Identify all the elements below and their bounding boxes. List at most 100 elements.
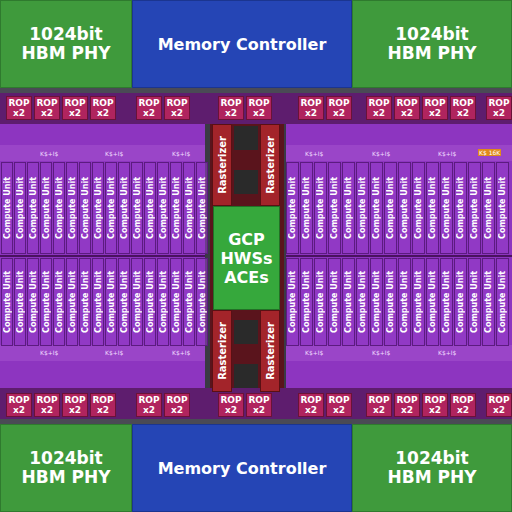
- cache-label: K$+I$: [40, 150, 58, 157]
- compute-unit-label: Compute Unit: [386, 271, 395, 333]
- compute-unit: Compute Unit: [92, 162, 104, 254]
- hbm-phy-block-label: 1024bit HBM PHY: [386, 25, 478, 63]
- compute-unit-label: Compute Unit: [16, 271, 25, 333]
- rop-block: ROP x2: [62, 393, 88, 417]
- rop-block-label: ROP x2: [92, 98, 114, 118]
- compute-unit-label: Compute Unit: [428, 177, 437, 239]
- compute-unit: Compute Unit: [356, 258, 369, 346]
- compute-unit: Compute Unit: [286, 162, 299, 254]
- rop-block: ROP x2: [164, 96, 190, 120]
- cache-band: [0, 145, 210, 161]
- compute-unit-label: Compute Unit: [498, 271, 507, 333]
- compute-unit-label: Compute Unit: [358, 177, 367, 239]
- compute-unit: Compute Unit: [1, 162, 13, 254]
- cache-label: K$+I$: [438, 349, 456, 356]
- rop-block-label: ROP x2: [8, 395, 30, 415]
- command-processor-block: GCP HWSs ACEs: [213, 206, 280, 310]
- compute-unit-label: Compute Unit: [94, 177, 103, 239]
- rop-block: ROP x2: [394, 393, 420, 417]
- hbm-phy-block: 1024bit HBM PHY: [352, 424, 512, 512]
- rop-block: ROP x2: [164, 393, 190, 417]
- compute-unit: Compute Unit: [118, 162, 130, 254]
- compute-unit: Compute Unit: [286, 258, 299, 346]
- rop-block: ROP x2: [298, 96, 324, 120]
- rop-block-label: ROP x2: [488, 395, 510, 415]
- compute-unit-label: Compute Unit: [107, 271, 116, 333]
- compute-unit: Compute Unit: [370, 162, 383, 254]
- rop-block: ROP x2: [34, 96, 60, 120]
- cache-label: K$+I$: [105, 150, 123, 157]
- compute-unit-label: Compute Unit: [484, 177, 493, 239]
- compute-unit: Compute Unit: [1, 258, 13, 346]
- compute-unit-label: Compute Unit: [3, 271, 12, 333]
- compute-unit: Compute Unit: [105, 162, 117, 254]
- rop-block-label: ROP x2: [396, 395, 418, 415]
- dark-block: [234, 170, 258, 194]
- rop-block-label: ROP x2: [424, 98, 446, 118]
- rop-block-label: ROP x2: [166, 395, 188, 415]
- rop-block: ROP x2: [450, 96, 476, 120]
- compute-unit-label: Compute Unit: [16, 177, 25, 239]
- rop-block: ROP x2: [136, 96, 162, 120]
- rop-block-label: ROP x2: [368, 98, 390, 118]
- hbm-phy-block-label: 1024bit HBM PHY: [20, 25, 112, 63]
- compute-unit: Compute Unit: [384, 162, 397, 254]
- compute-unit: Compute Unit: [14, 162, 26, 254]
- cache-label: K$+I$: [172, 150, 190, 157]
- compute-unit-label: Compute Unit: [185, 177, 194, 239]
- rasterizer-block: Rasterizer: [212, 310, 232, 392]
- compute-unit: Compute Unit: [482, 162, 495, 254]
- rop-strip: [0, 88, 512, 124]
- compute-unit-label: Compute Unit: [442, 271, 451, 333]
- compute-unit: Compute Unit: [300, 258, 313, 346]
- rop-block: ROP x2: [246, 393, 272, 417]
- compute-unit-label: Compute Unit: [470, 177, 479, 239]
- cache-label: K$+I$: [372, 349, 390, 356]
- compute-unit-label: Compute Unit: [42, 177, 51, 239]
- compute-unit: Compute Unit: [144, 258, 156, 346]
- rop-block: ROP x2: [326, 393, 352, 417]
- compute-unit: Compute Unit: [300, 162, 313, 254]
- rop-block-label: ROP x2: [36, 395, 58, 415]
- rasterizer-block-label: Rasterizer: [217, 322, 228, 380]
- compute-unit: Compute Unit: [131, 258, 143, 346]
- rasterizer-block: Rasterizer: [212, 124, 232, 206]
- compute-unit-label: Compute Unit: [81, 271, 90, 333]
- compute-unit-label: Compute Unit: [414, 177, 423, 239]
- compute-unit: Compute Unit: [105, 258, 117, 346]
- rop-block-label: ROP x2: [248, 98, 270, 118]
- compute-unit-label: Compute Unit: [372, 271, 381, 333]
- cache-label: K$+I$: [305, 150, 323, 157]
- compute-unit-label: Compute Unit: [302, 177, 311, 239]
- cache-band: [284, 145, 512, 161]
- compute-unit: Compute Unit: [482, 258, 495, 346]
- cache-label: K$+I$: [372, 150, 390, 157]
- compute-unit: Compute Unit: [14, 258, 26, 346]
- compute-unit: Compute Unit: [40, 162, 52, 254]
- compute-unit: Compute Unit: [454, 162, 467, 254]
- rop-block-label: ROP x2: [36, 98, 58, 118]
- dark-block: [234, 320, 258, 344]
- rop-block-label: ROP x2: [328, 395, 350, 415]
- rop-block: ROP x2: [366, 96, 392, 120]
- compute-unit: Compute Unit: [170, 162, 182, 254]
- command-processor-block-label: GCP HWSs ACEs: [217, 230, 277, 287]
- compute-unit: Compute Unit: [170, 258, 182, 346]
- compute-unit: Compute Unit: [196, 258, 208, 346]
- cache-label: K$+I$: [105, 349, 123, 356]
- rop-block: ROP x2: [450, 393, 476, 417]
- compute-unit-label: Compute Unit: [29, 177, 38, 239]
- memory-controller-block: Memory Controller: [132, 424, 352, 512]
- compute-unit-label: Compute Unit: [68, 271, 77, 333]
- rop-block: ROP x2: [394, 96, 420, 120]
- compute-unit: Compute Unit: [426, 162, 439, 254]
- rasterizer-block-label: Rasterizer: [217, 136, 228, 194]
- rop-block-label: ROP x2: [138, 98, 160, 118]
- rop-block-label: ROP x2: [452, 98, 474, 118]
- compute-unit: Compute Unit: [183, 162, 195, 254]
- compute-unit: Compute Unit: [342, 162, 355, 254]
- compute-unit: Compute Unit: [412, 258, 425, 346]
- hbm-phy-block: 1024bit HBM PHY: [352, 0, 512, 88]
- rop-block-label: ROP x2: [368, 395, 390, 415]
